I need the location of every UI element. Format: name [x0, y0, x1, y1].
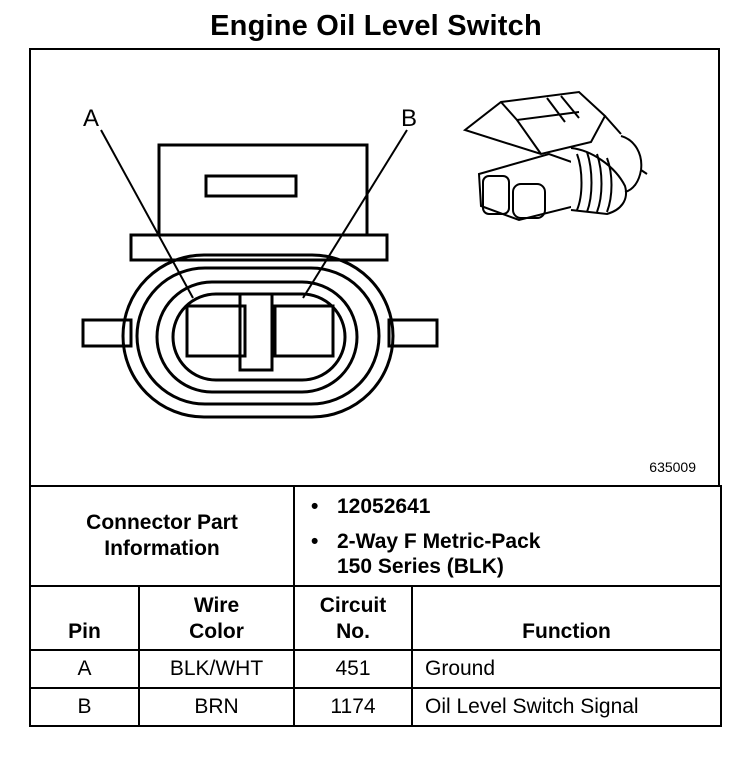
left-tab: [81, 318, 133, 348]
figure-code: 635009: [649, 459, 696, 475]
cell-wire-color: BLK/WHT: [138, 649, 295, 689]
inner-seal: [155, 280, 359, 394]
table-row: A BLK/WHT 451 Ground: [29, 649, 722, 689]
header-function: Function: [411, 585, 722, 651]
table-header-row: Pin Wire Color Circuit No. Function: [29, 585, 722, 651]
connector-table: Connector Part Information • 12052641 • …: [29, 485, 722, 727]
pin-b-label: B: [401, 105, 417, 132]
cell-function: Ground: [411, 649, 722, 689]
connector-face-drawing: A B: [81, 90, 648, 419]
terminal-a: [185, 304, 247, 358]
header-pin: Pin: [29, 585, 140, 651]
cell-wire-color: BRN: [138, 687, 295, 727]
cell-circuit: 451: [293, 649, 413, 689]
part-description-line1: 2-Way F Metric-Pack: [337, 529, 541, 553]
cell-pin: B: [29, 687, 140, 727]
part-description-item: • 2-Way F Metric-Pack 150 Series (BLK): [311, 529, 720, 579]
page-title: Engine Oil Level Switch: [210, 10, 542, 42]
pin-a-leader: [100, 129, 194, 299]
housing-top: [157, 143, 369, 237]
middle-seal: [135, 266, 381, 406]
center-divider: [238, 292, 274, 372]
cell-function: Oil Level Switch Signal: [411, 687, 722, 727]
header-wire-color: Wire Color: [138, 585, 295, 651]
housing-shoulder: [129, 233, 389, 262]
pin-b-leader: [302, 129, 408, 299]
connector-part-label: Connector Part Information: [29, 485, 295, 587]
part-number-item: • 12052641: [311, 494, 431, 518]
connector-isometric-illustration: [462, 90, 648, 222]
header-circuit-no: Circuit No.: [293, 585, 413, 651]
cell-pin: A: [29, 649, 140, 689]
outer-seal: [121, 253, 395, 419]
part-description-line2: 150 Series (BLK): [337, 554, 504, 578]
connector-part-row: Connector Part Information • 12052641 • …: [29, 485, 722, 587]
right-tab: [387, 318, 439, 348]
pin-a-label: A: [83, 105, 99, 132]
table-row: B BRN 1174 Oil Level Switch Signal: [29, 687, 722, 727]
part-number: 12052641: [337, 494, 431, 518]
latch-window: [204, 174, 298, 198]
connector-part-values: • 12052641 • 2-Way F Metric-Pack 150 Ser…: [293, 485, 722, 587]
connector-figure: A B 635009: [29, 48, 720, 487]
cell-circuit: 1174: [293, 687, 413, 727]
terminal-b: [273, 304, 335, 358]
